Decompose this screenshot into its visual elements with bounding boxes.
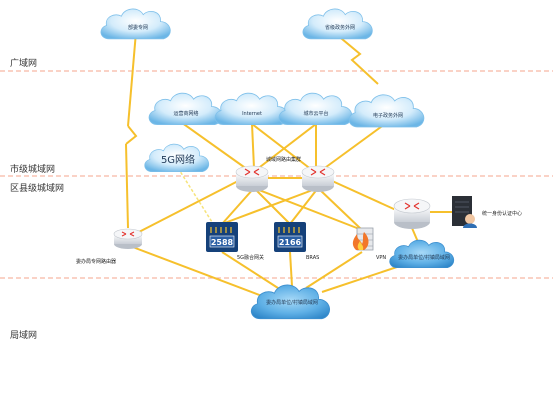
vpn-firewall-icon xyxy=(352,227,374,251)
vpn-label: VPN xyxy=(376,255,386,261)
link-r1-vpn xyxy=(253,187,363,231)
zone-label-lan: 局域网 xyxy=(10,331,38,341)
router-cluster-left xyxy=(235,165,269,192)
district-router xyxy=(393,198,431,229)
router-arrows-icon xyxy=(244,168,260,176)
network-links xyxy=(125,31,455,297)
link-r1-gateway xyxy=(221,187,255,225)
zone-label-city: 市级城域网 xyxy=(10,165,56,175)
fiveg-gateway-label: 5G融合网关 xyxy=(237,254,264,261)
router-cluster-right xyxy=(301,165,335,192)
link-dedicated-bottomcloud xyxy=(129,245,263,297)
link-r1-dedicated-router xyxy=(134,179,241,235)
cloud-provincial-egov: 省级政务外网 xyxy=(302,8,373,40)
cloud-unit-village-right: 委办局单位/村镇局域网 xyxy=(389,239,455,269)
router-arrows-icon xyxy=(404,202,420,210)
link-bras-bottomcloud xyxy=(289,251,293,287)
zone-label-district: 区县级城域网 xyxy=(10,184,65,194)
user-avatar-icon xyxy=(465,214,475,224)
cloud-carrier: 运营商网络 xyxy=(148,92,223,126)
link-carrier-router xyxy=(177,119,252,173)
bras-device: 2166 xyxy=(274,222,306,252)
cloud-provincial-label: 省级政务外网 xyxy=(325,24,355,31)
cloud-unit-village-bottom: 委办局单位/村镇局域网 xyxy=(250,284,331,320)
router-cluster-label: 城域网路由集群 xyxy=(266,156,301,163)
bras-code: 2166 xyxy=(279,238,302,247)
cloud-internet-label: Internet xyxy=(242,111,262,117)
link-ministry-dedicated-b xyxy=(125,143,129,229)
cloud-city-platform: 城市云平台 xyxy=(278,92,353,126)
bras-label: BRAS xyxy=(306,255,319,261)
cloud-egov-label: 电子政务外网 xyxy=(373,112,403,119)
link-ministry-dedicated-a xyxy=(127,31,137,127)
link-internet-router2 xyxy=(251,123,313,171)
gateway-code: 2588 xyxy=(211,238,234,247)
identity-center-label: 统一身份认证中心 xyxy=(482,210,522,217)
cloud-internet: Internet xyxy=(214,92,289,126)
fiveg-gateway-device: 2588 xyxy=(206,222,238,252)
link-egov-router xyxy=(321,123,386,171)
link-district-cloud xyxy=(411,227,419,243)
cloud-ministry: 部委专网 xyxy=(100,8,171,40)
link-vpn-bottomcloud xyxy=(305,251,363,289)
link-r2-bras xyxy=(289,187,319,225)
link-ministry-zigzag xyxy=(125,125,138,145)
cloud-unit-right-label: 委办局单位/村镇局域网 xyxy=(398,254,450,261)
cloud-city-label: 城市云平台 xyxy=(303,110,328,117)
router-arrows-icon xyxy=(310,168,326,176)
link-internet-router xyxy=(251,123,255,169)
cloud-unit-bottom-label: 委办局单位/村镇局域网 xyxy=(266,299,318,306)
link-citycloud-router1 xyxy=(255,123,317,171)
link-5g-gateway xyxy=(177,167,213,223)
link-r2-gateway xyxy=(221,187,319,225)
cloud-ministry-label: 部委专网 xyxy=(128,24,148,31)
cloud-egov-extranet: 电子政务外网 xyxy=(348,94,425,128)
cloud-carrier-label: 运营商网络 xyxy=(173,110,198,117)
link-r2-district-router xyxy=(329,179,397,211)
zone-dividers xyxy=(0,70,553,279)
link-provincial-lightning xyxy=(335,33,379,85)
dedicated-router xyxy=(113,228,143,249)
cloud-5g-label: 5G网络 xyxy=(161,153,195,166)
identity-server-icon xyxy=(452,196,477,228)
link-gateway-bottomcloud xyxy=(221,251,279,289)
zone-label-wan: 广域网 xyxy=(10,59,38,69)
link-r2-vpn xyxy=(317,187,363,231)
cloud-5g: 5G网络 xyxy=(144,143,210,173)
router-arrows-icon xyxy=(121,231,135,237)
dedicated-router-label: 委办局专网路由器 xyxy=(76,258,116,265)
